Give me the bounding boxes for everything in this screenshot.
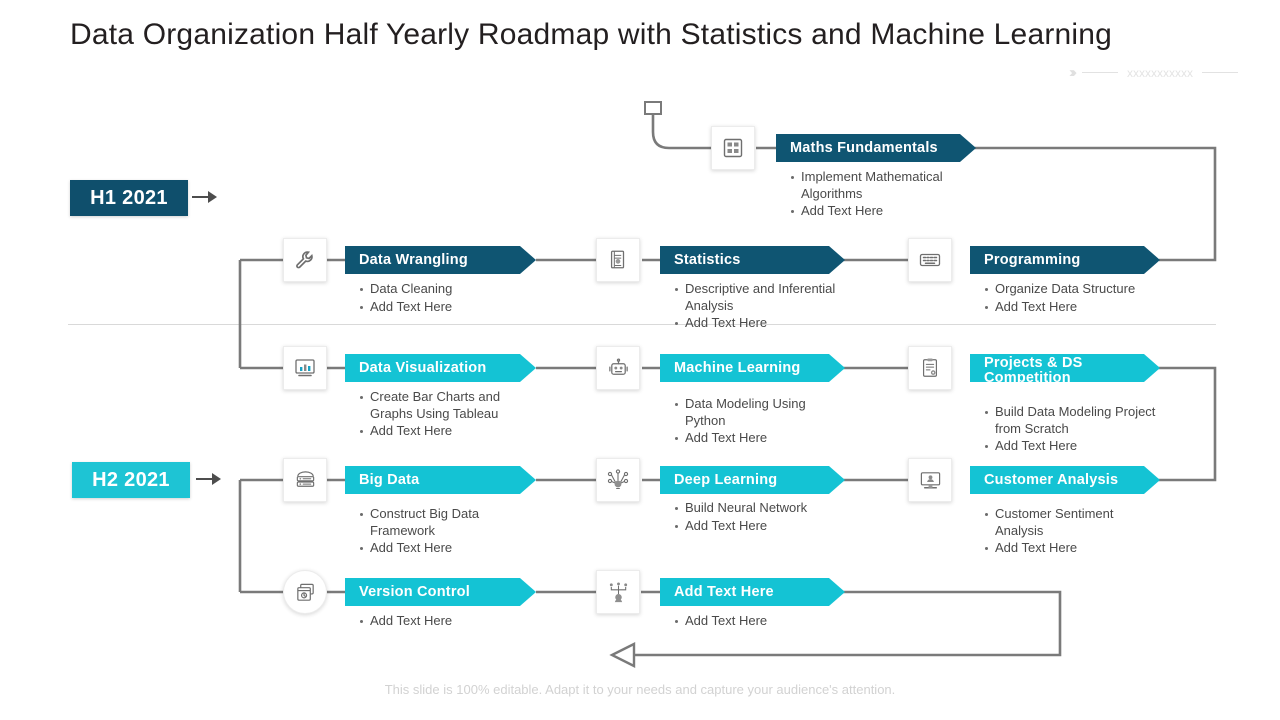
period-label-h2-text: H2 2021 bbox=[92, 468, 170, 491]
slide-footer-note: This slide is 100% editable. Adapt it to… bbox=[384, 682, 896, 697]
stage-customer-analysis[interactable]: Customer Analysis Customer Sentiment Ana… bbox=[970, 466, 1160, 558]
stage-title: Maths Fundamentals bbox=[790, 139, 938, 156]
stage-data-wrangling[interactable]: Data Wrangling Data Cleaning Add Text He… bbox=[345, 246, 536, 316]
bullet-item: Add Text Here bbox=[790, 203, 976, 220]
stage-deep-learning[interactable]: Deep Learning Build Neural Network Add T… bbox=[660, 466, 845, 535]
stage-title: Version Control bbox=[359, 583, 470, 600]
stage-bullets: Build Neural Network Add Text Here bbox=[660, 500, 845, 534]
bullet-item: Add Text Here bbox=[984, 438, 1160, 455]
stage-banner[interactable]: Statistics bbox=[660, 246, 845, 274]
stage-maths-fundamentals[interactable]: Maths Fundamentals Implement Mathematica… bbox=[776, 134, 976, 221]
period-label-h1-text: H1 2021 bbox=[90, 186, 168, 209]
period-arrow-h1 bbox=[192, 191, 218, 203]
bullet-item: Add Text Here bbox=[674, 518, 845, 535]
customer-monitor-icon[interactable] bbox=[908, 458, 952, 502]
calculator-icon[interactable] bbox=[711, 126, 755, 170]
stage-bullets: Data Modeling Using Python Add Text Here bbox=[660, 396, 845, 447]
bullet-item: Add Text Here bbox=[359, 540, 536, 557]
bullet-item: Data Modeling Using Python bbox=[674, 396, 845, 429]
page-title: Data Organization Half Yearly Roadmap wi… bbox=[70, 18, 1113, 51]
stage-bullets: Build Data Modeling Project from Scratch… bbox=[970, 404, 1160, 455]
bullet-item: Create Bar Charts and Graphs Using Table… bbox=[359, 389, 536, 422]
stage-bullets: Add Text Here bbox=[660, 613, 845, 630]
bullet-item: Add Text Here bbox=[359, 423, 536, 440]
header-decoration: ›››› xxxxxxxxxxx bbox=[1069, 64, 1238, 81]
stage-bullets: Descriptive and Inferential Analysis Add… bbox=[660, 281, 845, 332]
stage-add-text-here[interactable]: Add Text Here Add Text Here bbox=[660, 578, 845, 631]
stage-banner[interactable]: Data Visualization bbox=[345, 354, 536, 382]
stage-title: Deep Learning bbox=[674, 471, 778, 488]
neural-network-icon[interactable] bbox=[596, 458, 640, 502]
flow-end-arrow-icon bbox=[609, 642, 636, 668]
bullet-item: Construct Big Data Framework bbox=[359, 506, 536, 539]
bullet-item: Add Text Here bbox=[674, 430, 845, 447]
versions-clock-icon[interactable] bbox=[283, 570, 327, 614]
deco-line-left bbox=[1082, 72, 1118, 73]
period-label-h1: H1 2021 bbox=[70, 180, 188, 216]
stage-title: Statistics bbox=[674, 251, 741, 268]
stage-banner[interactable]: Programming bbox=[970, 246, 1160, 274]
bullet-item: Implement Mathematical Algorithms bbox=[790, 169, 976, 202]
stage-title: Machine Learning bbox=[674, 359, 801, 376]
stage-bullets: Add Text Here bbox=[345, 613, 536, 630]
stage-banner[interactable]: Projects & DS Competition bbox=[970, 354, 1160, 382]
bullet-item: Build Data Modeling Project from Scratch bbox=[984, 404, 1160, 437]
stage-title: Add Text Here bbox=[674, 583, 774, 600]
bullet-item: Organize Data Structure bbox=[984, 281, 1160, 298]
bullet-item: Build Neural Network bbox=[674, 500, 845, 517]
stage-statistics[interactable]: Statistics Descriptive and Inferential A… bbox=[660, 246, 845, 333]
stage-banner[interactable]: Big Data bbox=[345, 466, 536, 494]
stage-title: Projects & DS Competition bbox=[984, 355, 1083, 386]
stage-projects-ds-competition[interactable]: Projects & DS Competition Build Data Mod… bbox=[970, 354, 1160, 456]
bullet-item: Add Text Here bbox=[984, 540, 1160, 557]
robot-icon[interactable] bbox=[596, 346, 640, 390]
bullet-item: Add Text Here bbox=[674, 315, 845, 332]
stage-title: Programming bbox=[984, 251, 1081, 268]
bullet-item: Add Text Here bbox=[359, 613, 536, 630]
bullet-item: Data Cleaning bbox=[359, 281, 536, 298]
stage-title: Data Wrangling bbox=[359, 251, 468, 268]
bullet-item: Add Text Here bbox=[674, 613, 845, 630]
keyboard-icon[interactable] bbox=[908, 238, 952, 282]
bullet-item: Add Text Here bbox=[984, 299, 1160, 316]
bullet-item: Customer Sentiment Analysis bbox=[984, 506, 1160, 539]
stage-banner[interactable]: Customer Analysis bbox=[970, 466, 1160, 494]
server-icon[interactable] bbox=[283, 458, 327, 502]
stage-version-control[interactable]: Version Control Add Text Here bbox=[345, 578, 536, 631]
stage-title: Data Visualization bbox=[359, 359, 487, 376]
stage-bullets: Organize Data Structure Add Text Here bbox=[970, 281, 1160, 315]
period-arrow-h2 bbox=[196, 473, 222, 485]
stage-title: Customer Analysis bbox=[984, 471, 1119, 488]
clipboard-gear-icon[interactable] bbox=[908, 346, 952, 390]
wrench-icon[interactable] bbox=[283, 238, 327, 282]
deco-placeholder-text: xxxxxxxxxxx bbox=[1127, 65, 1193, 80]
stage-machine-learning[interactable]: Machine Learning Data Modeling Using Pyt… bbox=[660, 354, 845, 448]
deco-line-right bbox=[1202, 72, 1238, 73]
stage-bullets: Customer Sentiment Analysis Add Text Her… bbox=[970, 506, 1160, 557]
stage-banner[interactable]: Machine Learning bbox=[660, 354, 845, 382]
team-hierarchy-icon[interactable] bbox=[596, 570, 640, 614]
period-label-h2: H2 2021 bbox=[72, 462, 190, 498]
stage-programming[interactable]: Programming Organize Data Structure Add … bbox=[970, 246, 1160, 316]
bar-chart-monitor-icon[interactable] bbox=[283, 346, 327, 390]
document-chart-icon[interactable] bbox=[596, 238, 640, 282]
stage-data-visualization[interactable]: Data Visualization Create Bar Charts and… bbox=[345, 354, 536, 441]
stage-banner[interactable]: Maths Fundamentals bbox=[776, 134, 976, 162]
stage-bullets: Data Cleaning Add Text Here bbox=[345, 281, 536, 315]
stage-banner[interactable]: Deep Learning bbox=[660, 466, 845, 494]
stage-bullets: Create Bar Charts and Graphs Using Table… bbox=[345, 389, 536, 440]
stage-big-data[interactable]: Big Data Construct Big Data Framework Ad… bbox=[345, 466, 536, 558]
stage-banner[interactable]: Version Control bbox=[345, 578, 536, 606]
stage-banner[interactable]: Add Text Here bbox=[660, 578, 845, 606]
stage-bullets: Construct Big Data Framework Add Text He… bbox=[345, 506, 536, 557]
bullet-item: Descriptive and Inferential Analysis bbox=[674, 281, 845, 314]
stage-banner[interactable]: Data Wrangling bbox=[345, 246, 536, 274]
stage-bullets: Implement Mathematical Algorithms Add Te… bbox=[776, 169, 976, 220]
stage-title: Big Data bbox=[359, 471, 420, 488]
section-divider bbox=[68, 324, 1216, 325]
bullet-item: Add Text Here bbox=[359, 299, 536, 316]
